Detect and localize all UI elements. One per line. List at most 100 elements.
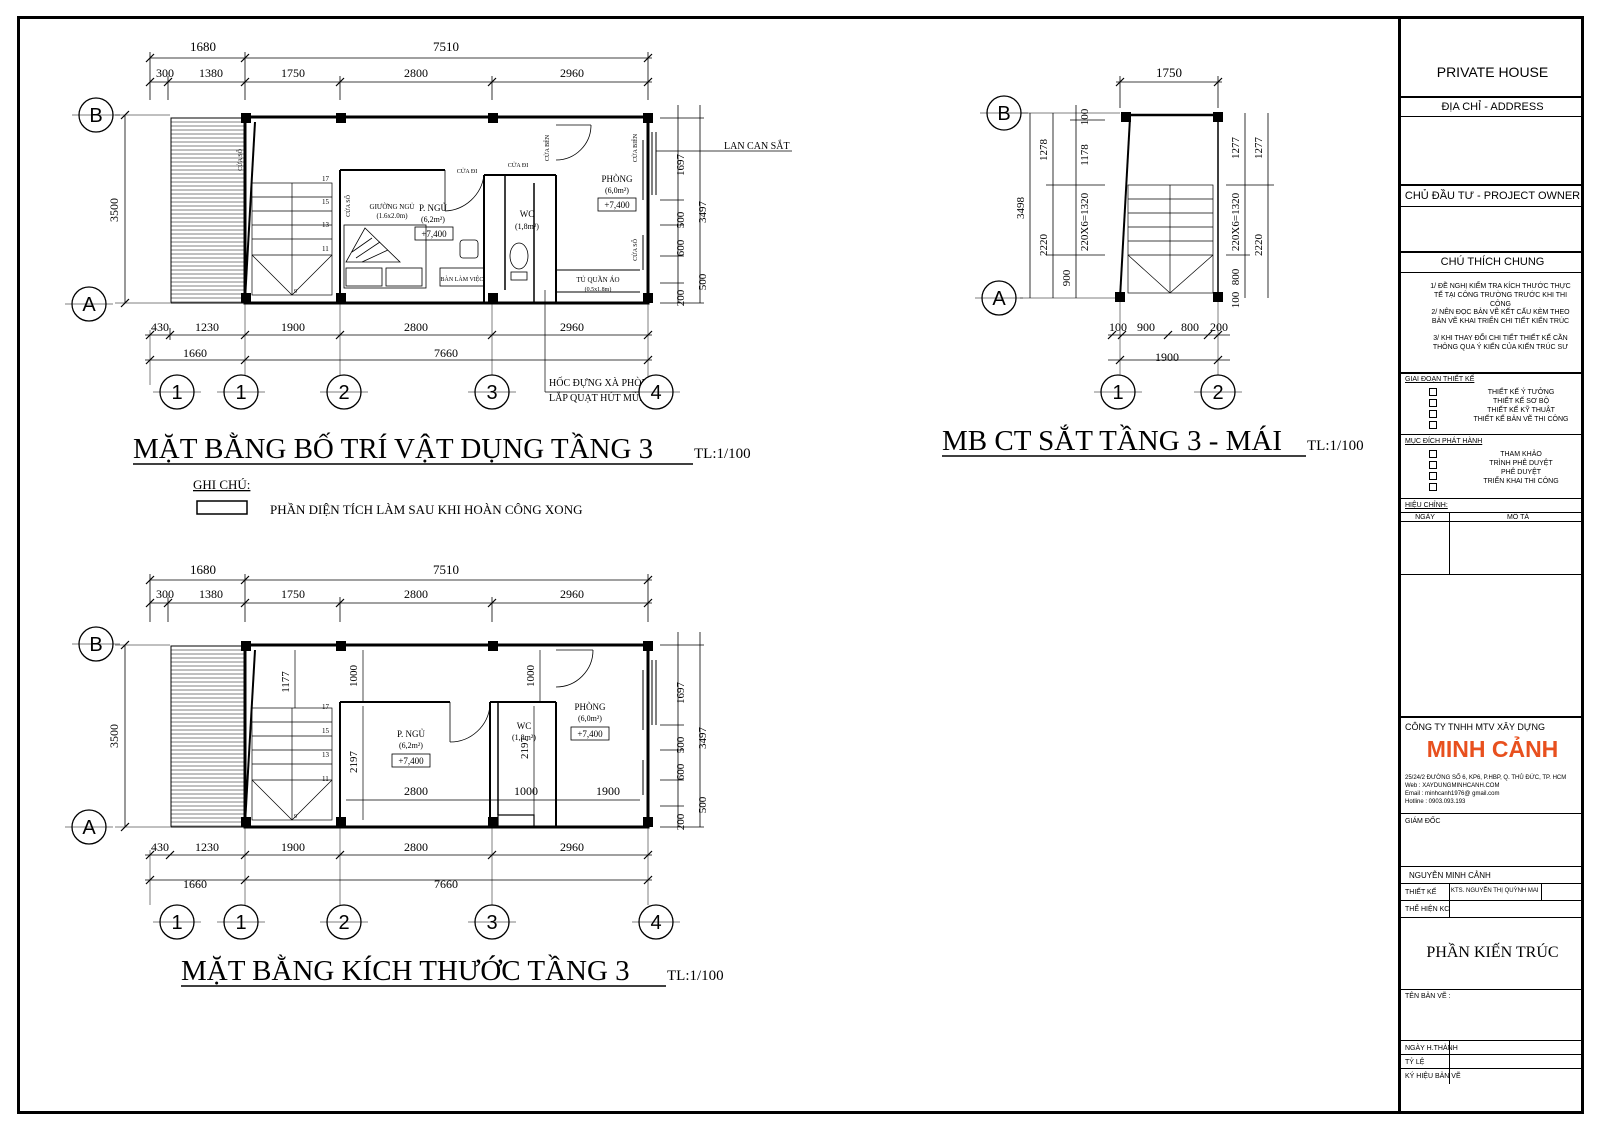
plan1-dim-right-1: 500 xyxy=(675,211,687,228)
tb-issue-checkboxes xyxy=(1429,450,1437,491)
plan2-dim-top-4: 2960 xyxy=(560,587,584,601)
tb-checkbox[interactable] xyxy=(1429,461,1437,469)
plan1-axis-1a-label: 1 xyxy=(171,382,182,404)
plan3-right-dimensions xyxy=(1226,113,1274,298)
plan3-dim-bottom-2: 800 xyxy=(1181,320,1199,334)
plan2-dim-top-2: 1750 xyxy=(281,587,305,601)
plan2-columns xyxy=(241,641,653,827)
plan2-walls xyxy=(243,643,650,829)
plan1-extension-area xyxy=(170,117,246,304)
plan2-extension-area xyxy=(170,645,246,828)
plan1-door1-label: CỬA ĐI xyxy=(457,167,478,175)
plan3-axis-bubbles: 1 2 B A xyxy=(975,95,1242,410)
tb-director: GIÁM ĐỐC xyxy=(1405,818,1441,825)
plan2-dim-right-total: 3497 xyxy=(697,727,709,750)
plan1-wardrobe-label: TỦ QUẦN ÁO xyxy=(576,276,619,284)
plan-2: 1680 7510 300 1380 1750 2800 2960 3500 xyxy=(65,562,724,987)
plan1-axis-bubble-3: 3 xyxy=(468,374,516,410)
tb-sheet-name: TÊN BẢN VẼ : xyxy=(1405,993,1451,1000)
plan1-dim-left: 3500 xyxy=(107,198,121,222)
plan3-bottom-dimensions xyxy=(1108,334,1230,361)
plan2-dim-inner-6: 1000 xyxy=(514,784,538,798)
plan1-dim-bottom-0: 430 xyxy=(151,320,169,334)
plan1-dim-right-0: 1697 xyxy=(675,154,687,177)
tb-company-email: Email : minhcanh1976@ gmail.com xyxy=(1405,791,1500,797)
tb-design-item-3: THIẾT KẾ KỸ THUẬT xyxy=(1487,407,1555,414)
plan2-dim-bottom-total-0: 1660 xyxy=(183,877,207,891)
plan3-axis-bubble-a: A xyxy=(975,280,1023,316)
sheet-frame xyxy=(17,16,1584,1114)
plan3-scale: TL:1/100 xyxy=(1307,438,1364,454)
plan1-step-9: 9 xyxy=(294,289,297,295)
plan1-doors xyxy=(444,124,592,212)
tb-section: PHẦN KIẾN TRÚC xyxy=(1426,944,1559,961)
tb-issue-item-3: PHÊ DUYỆT xyxy=(1500,469,1542,476)
plan2-dim-bottom-2: 1900 xyxy=(281,840,305,854)
plan2-bedroom-level: +7,400 xyxy=(398,756,424,766)
plan2-axis-4-label: 4 xyxy=(650,912,661,934)
plan1-top-dimensions xyxy=(149,52,652,100)
plan1-dim-top-4: 2960 xyxy=(560,66,584,80)
tb-checkbox[interactable] xyxy=(1429,410,1437,418)
plan1-title: MẶT BẰNG BỐ TRÍ VẬT DỤNG TẦNG 3 xyxy=(133,431,653,465)
tb-checkbox[interactable] xyxy=(1429,421,1437,429)
plan1-bedroom-level: +7,400 xyxy=(421,229,447,239)
plan3-axis-2-label: 2 xyxy=(1212,382,1223,404)
plan2-axis-1-label: 1 xyxy=(235,912,246,934)
plan2-dim-inner-3: 2197 xyxy=(348,751,360,774)
legend-heading: GHI CHÚ: xyxy=(193,477,250,492)
plan2-room-name: PHÒNG xyxy=(574,702,606,712)
plan1-bed-label: GIƯỜNG NGỦ xyxy=(370,203,415,211)
tb-address: ĐỊA CHỈ - ADDRESS xyxy=(1441,101,1544,113)
tb-checkbox[interactable] xyxy=(1429,483,1437,491)
tb-company: CÔNG TY TNHH MTV XÂY DỰNG xyxy=(1405,722,1546,732)
tb-date-label: NGÀY H.THÀNH xyxy=(1405,1045,1458,1052)
plan-3: 1750 xyxy=(942,65,1364,457)
plan3-walls xyxy=(1119,113,1219,299)
plan1-axis-1-label: 1 xyxy=(235,382,246,404)
plan1-bedroom-area: (6,2m²) xyxy=(421,215,445,224)
plan3-dim-right-0: 1277 xyxy=(1253,137,1265,160)
tb-checkbox[interactable] xyxy=(1429,450,1437,458)
plan3-gridlines xyxy=(1020,112,1219,380)
plan1-dim-top-3: 2800 xyxy=(404,66,428,80)
plan2-axis-a-label: A xyxy=(82,817,96,839)
plan3-dim-left-inner-1: 1178 xyxy=(1079,144,1091,166)
plan2-dim-top-0: 300 xyxy=(156,587,174,601)
tb-general-notes: CHÚ THÍCH CHUNG xyxy=(1440,256,1545,268)
plan2-dim-inner-1: 1000 xyxy=(348,665,360,688)
tb-brand-logo: MINH CẢNH xyxy=(1426,736,1559,762)
tb-checkbox[interactable] xyxy=(1429,388,1437,396)
legend-item: PHẦN DIỆN TÍCH LÀM SAU KHI HOÀN CÔNG XON… xyxy=(270,502,582,517)
plan2-doors xyxy=(449,649,594,743)
plan2-axis-3-label: 3 xyxy=(486,912,497,934)
plan1-dim-bottom-total-0: 1660 xyxy=(183,346,207,360)
plan3-dim-top: 1750 xyxy=(1156,65,1182,80)
plan2-axis-1a-label: 1 xyxy=(171,912,182,934)
plan2-dim-top-total-1: 7510 xyxy=(433,562,459,577)
plan1-axis-bubble-a: A xyxy=(65,286,113,322)
plan1-axis-bubble-2: 2 xyxy=(320,374,368,410)
tb-note-2: 2/ NÊN ĐỌC BẢN VẼ KẾT CẤU KÈM THEO BẢN V… xyxy=(1431,309,1570,325)
plan1-dim-bottom-3: 2800 xyxy=(404,320,428,334)
plan3-dim-left-outer: 3498 xyxy=(1015,197,1027,220)
tb-checkbox[interactable] xyxy=(1429,472,1437,480)
tb-issue-item-2: TRÌNH PHÊ DUYỆT xyxy=(1489,460,1553,467)
plan2-dim-right-3: 500 xyxy=(697,796,709,813)
tb-design-stage: GIAI ĐOẠN THIẾT KẾ xyxy=(1405,376,1475,383)
plan2-step-13: 13 xyxy=(322,751,330,759)
tb-rev-col-date: NGÀY xyxy=(1415,514,1435,521)
tb-company-hotline: Hotline : 0903.093.193 xyxy=(1405,799,1466,805)
plan3-dim-right-inner-1: 220X6=1320 xyxy=(1230,192,1242,251)
plan2-bedroom-name: P. NGỦ xyxy=(397,729,426,739)
tb-drafted-label: THỂ HIỆN KC xyxy=(1405,906,1450,913)
plan3-dim-right-1: 2220 xyxy=(1253,234,1265,257)
plan1-railing-note: LAN CAN SẮT xyxy=(724,139,790,152)
plan1-wardrobe-size: (0.5x1.8m) xyxy=(585,286,612,293)
plan2-dim-right-1: 500 xyxy=(675,736,687,753)
plan1-scale: TL:1/100 xyxy=(694,446,751,462)
tb-issue-item-1: THAM KHẢO xyxy=(1500,451,1542,458)
tb-checkbox[interactable] xyxy=(1429,399,1437,407)
plan2-room-level: +7,400 xyxy=(577,729,603,739)
